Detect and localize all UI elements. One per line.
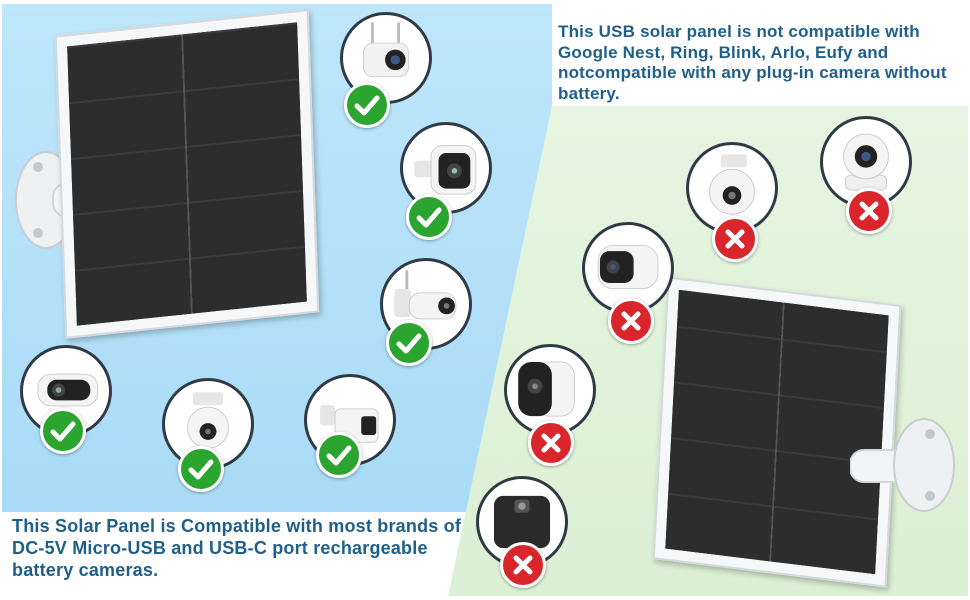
cross-icon [541, 433, 561, 453]
cross-badge [500, 542, 546, 588]
solar-cells [67, 22, 307, 326]
camera-icon [414, 145, 477, 195]
cross-icon [725, 229, 745, 249]
check-icon [50, 421, 76, 442]
camera-icon [518, 361, 575, 417]
check-badge [178, 446, 224, 492]
camera-icon [363, 22, 409, 78]
incompatible-camera-badge [686, 142, 778, 234]
check-icon [354, 95, 380, 116]
camera-icon [597, 245, 659, 290]
camera-icon [843, 133, 889, 191]
wall-mount-right [850, 418, 955, 512]
cross-badge [846, 188, 892, 234]
cross-icon [859, 201, 879, 221]
camera-icon [186, 392, 230, 449]
cross-badge [528, 420, 574, 466]
check-badge [316, 432, 362, 478]
compatibility-note: This Solar Panel is Compatible with most… [12, 516, 462, 580]
camera-icon [394, 270, 457, 320]
check-icon [326, 445, 352, 466]
cross-icon [513, 555, 533, 575]
check-badge [406, 194, 452, 240]
check-icon [188, 459, 214, 480]
camera-icon [709, 154, 755, 215]
compatible-camera-badge [20, 345, 112, 437]
cross-badge [712, 216, 758, 262]
incompatible-camera-badge [820, 116, 912, 208]
incompatibility-note: This USB solar panel is not compatible w… [558, 22, 947, 104]
cross-icon [621, 311, 641, 331]
check-icon [396, 333, 422, 354]
check-badge [344, 82, 390, 128]
cross-badge [608, 298, 654, 344]
check-icon [416, 207, 442, 228]
camera-icon [493, 495, 551, 549]
check-badge [386, 320, 432, 366]
solar-panel-left [54, 9, 320, 339]
check-badge [40, 408, 86, 454]
camera-icon [37, 373, 99, 407]
